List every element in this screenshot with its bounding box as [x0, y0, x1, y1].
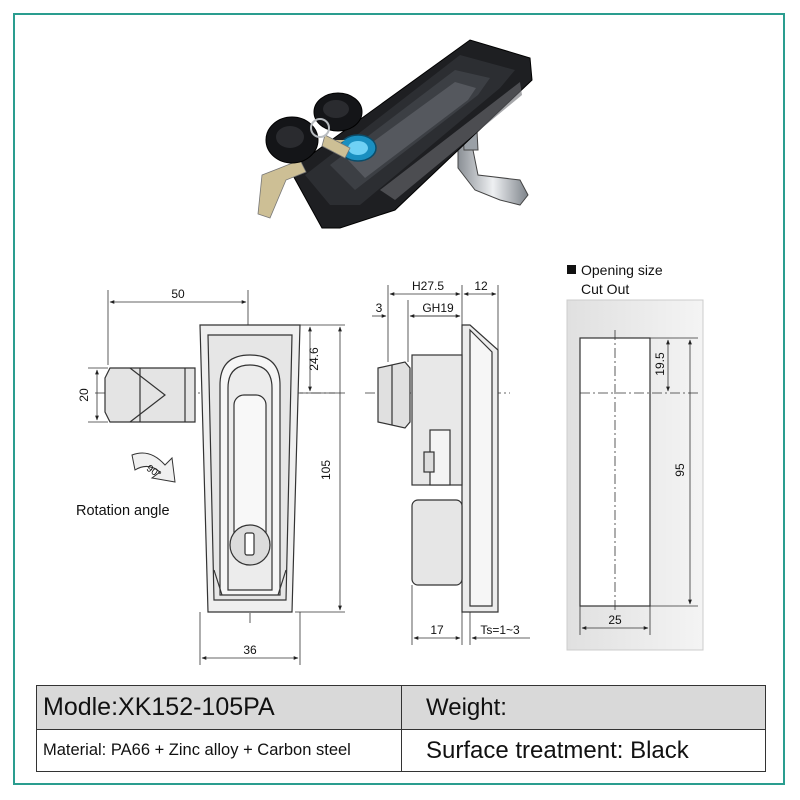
product-photo: [257, 39, 533, 229]
dim-label-24-6: 24.6: [307, 347, 321, 371]
dim-label-105: 105: [319, 460, 333, 480]
cutout-title-line1: Opening size: [581, 262, 663, 278]
dim-label-ts: Ts=1~3: [480, 623, 520, 637]
cutout-drawing: [566, 265, 704, 651]
lock-body: [289, 39, 533, 229]
spec-row-1: Modle:XK152-105PA Weight:: [36, 685, 766, 730]
dim-label-gh19: GH19: [422, 301, 454, 315]
keys: [257, 92, 363, 219]
dim-label-95: 95: [673, 463, 687, 477]
front-view-drawing: [88, 290, 345, 665]
material-cell: Material: PA66 + Zinc alloy + Carbon ste…: [36, 729, 402, 772]
model-cell: Modle:XK152-105PA: [36, 685, 402, 730]
dim-label-20: 20: [77, 388, 91, 402]
dim-label-25: 25: [608, 613, 622, 627]
cutout-title-line2: Cut Out: [581, 281, 629, 297]
weight-cell: Weight:: [401, 685, 766, 730]
rotation-arrow-icon: [131, 452, 176, 483]
rotation-angle-label: Rotation angle: [76, 503, 170, 519]
dim-label-17: 17: [430, 623, 444, 637]
dim-label-3: 3: [376, 301, 383, 315]
surface-cell: Surface treatment: Black: [401, 729, 766, 772]
border-frame: [13, 13, 785, 785]
dim-label-h27-5: H27.5: [412, 279, 444, 293]
dim-label-19-5: 19.5: [653, 352, 667, 376]
side-view-drawing: [365, 285, 530, 645]
dim-label-12: 12: [474, 279, 488, 293]
dim-label-50: 50: [171, 287, 185, 301]
spec-table: Modle:XK152-105PA Weight: Material: PA66…: [36, 685, 766, 772]
spec-row-2: Material: PA66 + Zinc alloy + Carbon ste…: [36, 729, 766, 772]
dim-label-36: 36: [243, 643, 257, 657]
